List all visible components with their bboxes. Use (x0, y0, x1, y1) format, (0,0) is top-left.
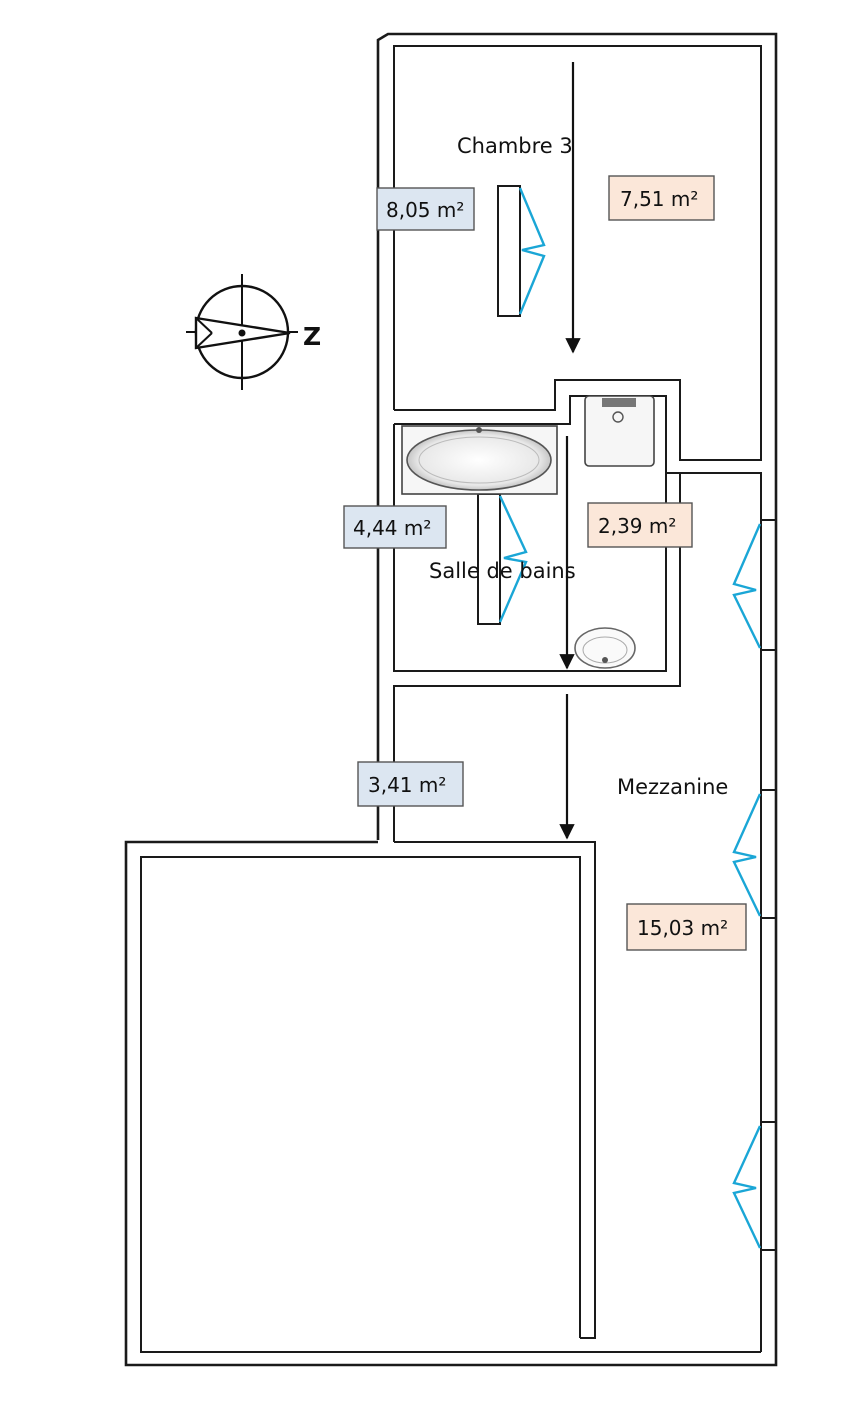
area-badge-chambre-main: 8,05 m² (376, 187, 475, 231)
lower-room-wall-top (394, 841, 596, 1339)
compass-letter: Z (303, 322, 321, 351)
outer-walls (124, 32, 778, 1367)
area-value: 4,44 m² (353, 516, 431, 540)
bathtub (401, 425, 558, 495)
area-value: 7,51 m² (620, 187, 698, 211)
roof-window-mezz-2 (732, 793, 762, 917)
area-value: 2,39 m² (598, 514, 676, 538)
area-badge-bath-main: 4,44 m² (343, 505, 447, 549)
area-badge-landing: 3,41 m² (357, 761, 464, 807)
room-label-chambre: Chambre 3 (457, 134, 573, 158)
room-label-mezzanine: Mezzanine (617, 775, 728, 799)
compass: Z (186, 274, 321, 390)
roof-window-mezz-3 (732, 1125, 762, 1249)
area-badge-mezzanine-low: 15,03 m² (626, 903, 747, 951)
room-label-salle-de-bains: Salle de bains (429, 559, 576, 583)
chambre-inner-wall (393, 45, 762, 461)
area-value: 8,05 m² (386, 198, 464, 222)
shower-tray (584, 395, 655, 467)
roof-window-chambre (497, 185, 546, 317)
area-badge-bath-low: 2,39 m² (587, 502, 693, 548)
roof-window-bath (477, 493, 528, 625)
roof-window-mezz-1 (732, 523, 762, 649)
washbasin (574, 627, 636, 669)
lower-room-inner-wall (140, 856, 761, 1353)
bathroom-wall (394, 395, 762, 1352)
area-badge-chambre-low: 7,51 m² (608, 175, 715, 221)
area-value: 15,03 m² (637, 916, 728, 940)
outer-wall-upper (124, 32, 778, 1367)
area-value: 3,41 m² (368, 773, 446, 797)
